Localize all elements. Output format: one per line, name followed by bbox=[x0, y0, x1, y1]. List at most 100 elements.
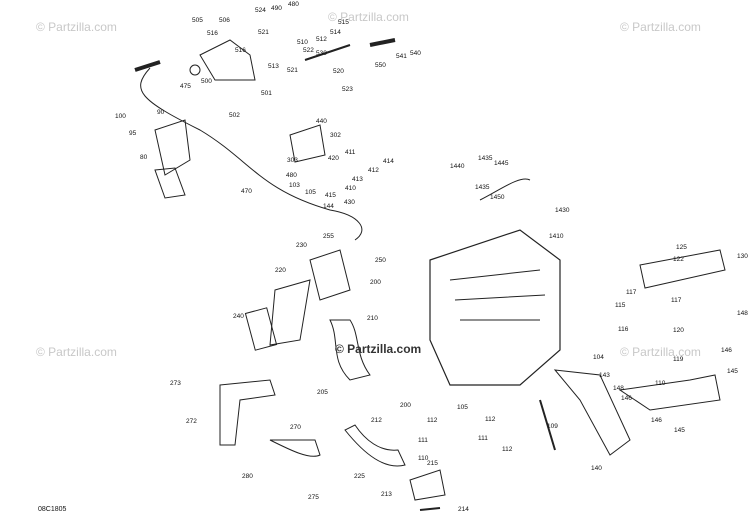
part-callout: 143 bbox=[599, 372, 610, 379]
part-callout: 270 bbox=[290, 424, 301, 431]
part-callout: 111 bbox=[478, 435, 488, 442]
part-callout: 212 bbox=[371, 417, 382, 424]
part-callout: 522 bbox=[303, 47, 314, 54]
part-callout: 130 bbox=[737, 253, 748, 260]
part-callout: 1435 bbox=[475, 184, 490, 191]
part-callout: 144 bbox=[323, 203, 334, 210]
part-callout: 412 bbox=[368, 167, 379, 174]
part-callout: 103 bbox=[289, 182, 300, 189]
part-callout: 524 bbox=[255, 7, 266, 14]
part-callout: 148 bbox=[737, 310, 748, 317]
part-callout: 550 bbox=[375, 62, 386, 69]
engine-block bbox=[429, 229, 561, 386]
part-callout: 275 bbox=[308, 494, 319, 501]
part-callout: 119 bbox=[673, 356, 684, 363]
intake-tube bbox=[309, 249, 351, 301]
watermark: © Partzilla.com bbox=[36, 20, 117, 34]
part-callout: 225 bbox=[354, 473, 365, 480]
intake-hose bbox=[269, 439, 321, 457]
part-callout: 110 bbox=[655, 380, 666, 387]
cable-end bbox=[134, 60, 161, 72]
engine-detail bbox=[449, 269, 546, 321]
part-callout: 100 bbox=[115, 113, 126, 120]
long-bolt bbox=[539, 399, 556, 451]
part-callout: 410 bbox=[345, 185, 356, 192]
air-filter-housing bbox=[269, 279, 311, 346]
part-callout: 220 bbox=[275, 267, 286, 274]
outlet-boot bbox=[409, 469, 446, 501]
filter-element bbox=[244, 307, 278, 351]
part-callout: 521 bbox=[258, 29, 269, 36]
part-callout: 112 bbox=[427, 417, 438, 424]
part-callout: 430 bbox=[344, 199, 355, 206]
part-callout: 303 bbox=[287, 157, 298, 164]
part-callout: 440 bbox=[316, 118, 327, 125]
outlet-hose bbox=[344, 424, 406, 467]
part-callout: 110 bbox=[418, 455, 429, 462]
part-callout: 200 bbox=[400, 402, 411, 409]
part-callout: 112 bbox=[502, 446, 513, 453]
lever-rod bbox=[304, 44, 351, 61]
part-callout: 1435 bbox=[478, 155, 493, 162]
part-callout: 513 bbox=[268, 63, 279, 70]
part-callout: 413 bbox=[352, 176, 363, 183]
part-callout: 490 bbox=[271, 5, 282, 12]
diagram-reference-code: 08C1805 bbox=[38, 506, 67, 513]
support-arm bbox=[618, 374, 721, 411]
part-callout: 1445 bbox=[494, 160, 509, 167]
part-callout: 105 bbox=[305, 189, 316, 196]
part-callout: 515 bbox=[338, 19, 349, 26]
part-callout: 505 bbox=[192, 17, 203, 24]
watermark-center: © Partzilla.com bbox=[335, 342, 422, 356]
part-callout: 80 bbox=[140, 154, 148, 161]
part-callout: 240 bbox=[233, 313, 244, 320]
lever-bracket bbox=[199, 39, 256, 81]
watermark: © Partzilla.com bbox=[36, 345, 117, 359]
part-callout: 125 bbox=[676, 244, 687, 251]
part-callout: 210 bbox=[367, 315, 378, 322]
part-callout: 523 bbox=[342, 86, 353, 93]
part-callout: 140 bbox=[591, 465, 602, 472]
part-callout: 145 bbox=[674, 427, 685, 434]
pedal-pad bbox=[154, 167, 186, 199]
watermark: © Partzilla.com bbox=[328, 10, 409, 24]
part-callout: 146 bbox=[651, 417, 662, 424]
part-callout: 502 bbox=[229, 112, 240, 119]
part-callout: 470 bbox=[241, 188, 252, 195]
part-callout: 501 bbox=[261, 90, 272, 97]
part-callout: 95 bbox=[129, 130, 137, 137]
part-callout: 480 bbox=[288, 1, 299, 8]
part-callout: 521 bbox=[287, 67, 298, 74]
part-callout: 415 bbox=[325, 192, 336, 199]
small-bolt bbox=[419, 507, 441, 511]
part-callout: 520 bbox=[333, 68, 344, 75]
watermark: © Partzilla.com bbox=[620, 345, 701, 359]
part-callout: 541 bbox=[396, 53, 407, 60]
part-callout: 146 bbox=[621, 395, 632, 402]
part-callout: 411 bbox=[345, 149, 356, 156]
part-callout: 1430 bbox=[555, 207, 570, 214]
part-callout: 117 bbox=[671, 297, 682, 304]
part-callout: 510 bbox=[297, 39, 308, 46]
lever-bushing bbox=[189, 64, 201, 76]
part-callout: 205 bbox=[317, 389, 328, 396]
part-callout: 117 bbox=[626, 289, 637, 296]
part-callout: 122 bbox=[673, 256, 684, 263]
part-callout: 109 bbox=[547, 423, 558, 430]
mount-plate bbox=[639, 249, 726, 289]
part-callout: 200 bbox=[370, 279, 381, 286]
part-callout: 1450 bbox=[490, 194, 505, 201]
part-callout: 112 bbox=[485, 416, 496, 423]
part-callout: 111 bbox=[418, 437, 428, 444]
part-callout: 115 bbox=[615, 302, 626, 309]
watermark: © Partzilla.com bbox=[620, 20, 701, 34]
part-callout: 230 bbox=[296, 242, 307, 249]
part-callout: 250 bbox=[375, 257, 386, 264]
part-callout: 540 bbox=[410, 50, 421, 57]
part-callout: 148 bbox=[613, 385, 624, 392]
part-callout: 500 bbox=[201, 78, 212, 85]
part-callout: 116 bbox=[618, 326, 629, 333]
part-callout: 145 bbox=[727, 368, 738, 375]
part-callout: 420 bbox=[328, 155, 339, 162]
